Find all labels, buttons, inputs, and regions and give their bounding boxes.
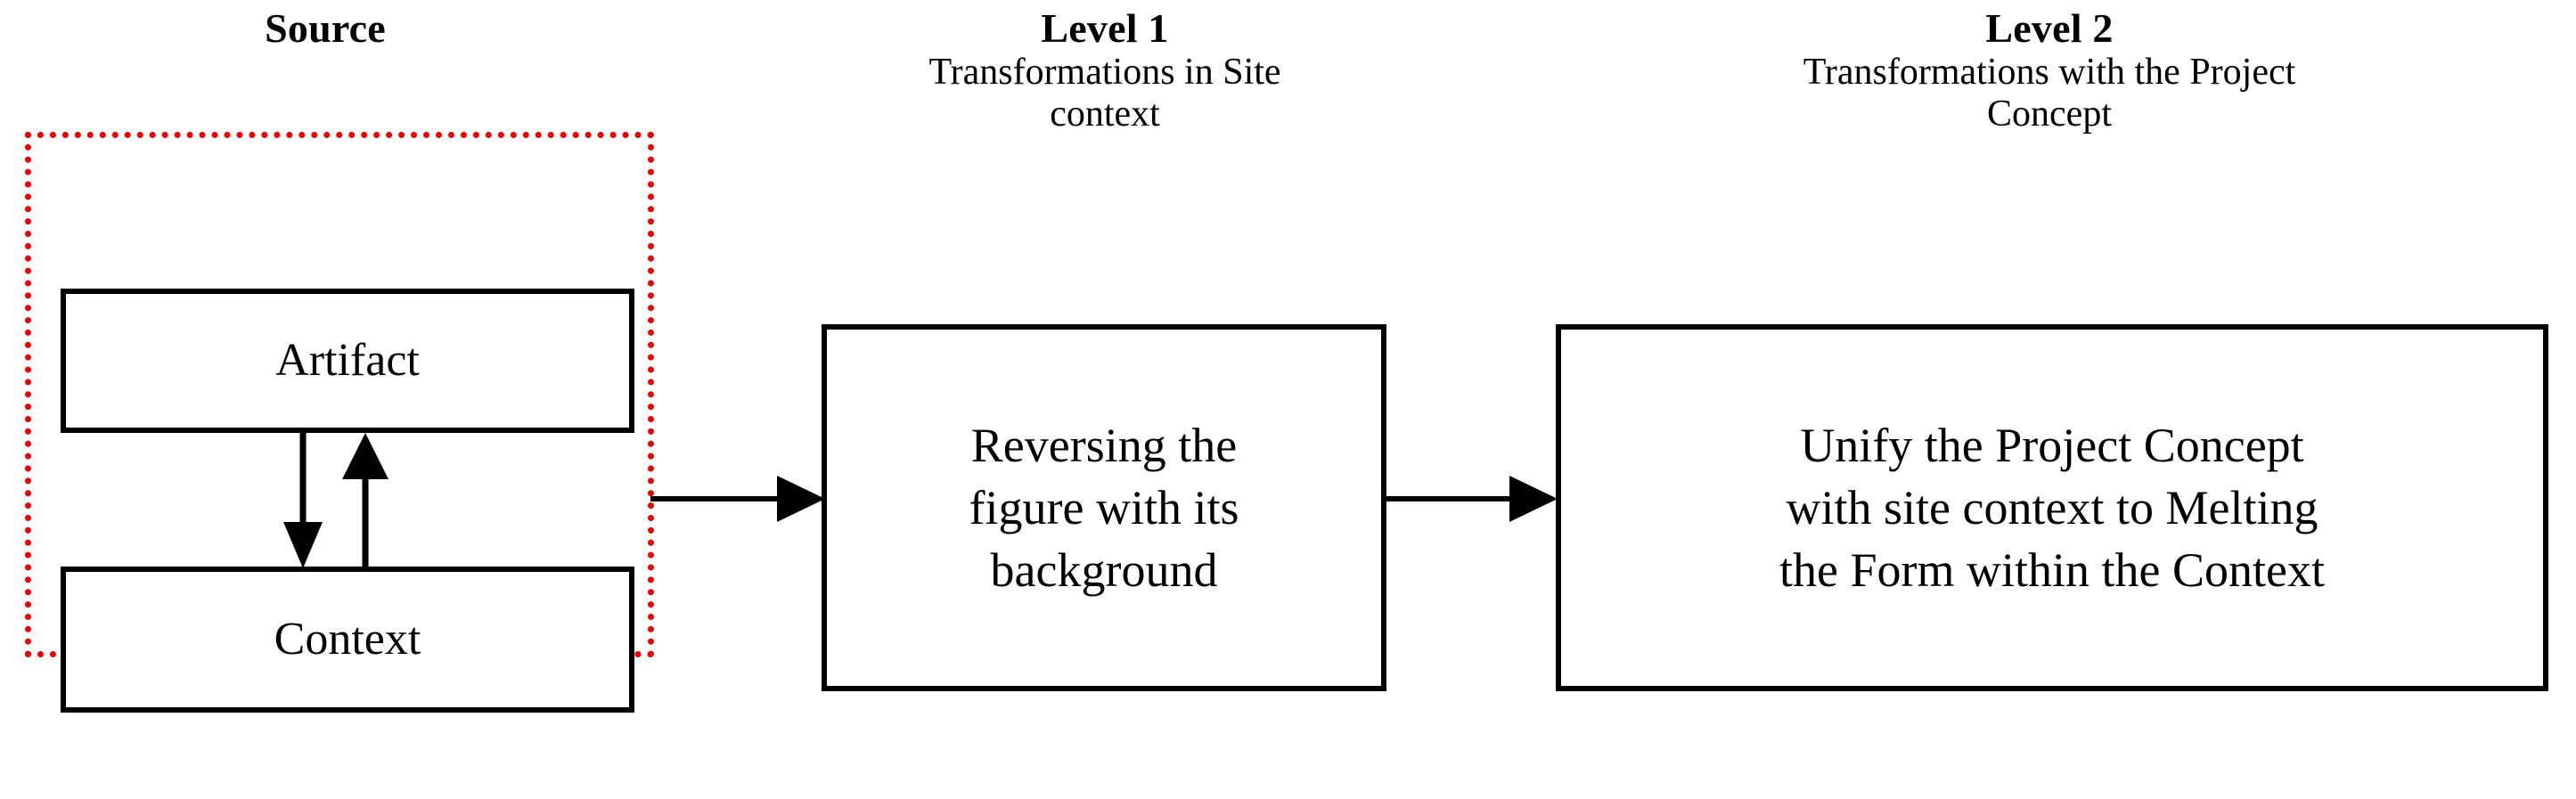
column-title-level2: Level 2 xyxy=(1985,5,2114,51)
node-context[interactable]: Context xyxy=(61,567,634,713)
arrow-down-artifact-to-context-icon xyxy=(283,433,323,568)
column-subtitle-level1: Transformations in Site context xyxy=(928,51,1281,135)
column-subtitle-level2: Transformations with the Project Concept xyxy=(1803,51,2296,135)
node-level2[interactable]: Unify the Project Concept with site cont… xyxy=(1556,324,2548,691)
column-title-source: Source xyxy=(265,5,386,51)
arrow-right-level1-to-level2-icon xyxy=(1381,476,1558,522)
column-header-level2: Level 2 Transformations with the Project… xyxy=(1773,5,2326,135)
arrow-up-context-to-artifact-icon xyxy=(342,433,388,568)
node-level2-label: Unify the Project Concept with site cont… xyxy=(1779,418,2325,598)
arrow-right-source-to-level1-icon xyxy=(650,476,825,522)
node-artifact[interactable]: Artifact xyxy=(61,289,634,433)
node-artifact-label: Artifact xyxy=(275,334,420,386)
node-context-label: Context xyxy=(274,613,421,664)
column-header-level1: Level 1 Transformations in Site context xyxy=(882,5,1328,135)
node-level1[interactable]: Reversing the figure with its background xyxy=(822,324,1386,691)
column-title-level1: Level 1 xyxy=(1041,5,1169,51)
column-header-source: Source xyxy=(102,5,548,52)
node-level1-label: Reversing the figure with its background xyxy=(969,418,1239,598)
